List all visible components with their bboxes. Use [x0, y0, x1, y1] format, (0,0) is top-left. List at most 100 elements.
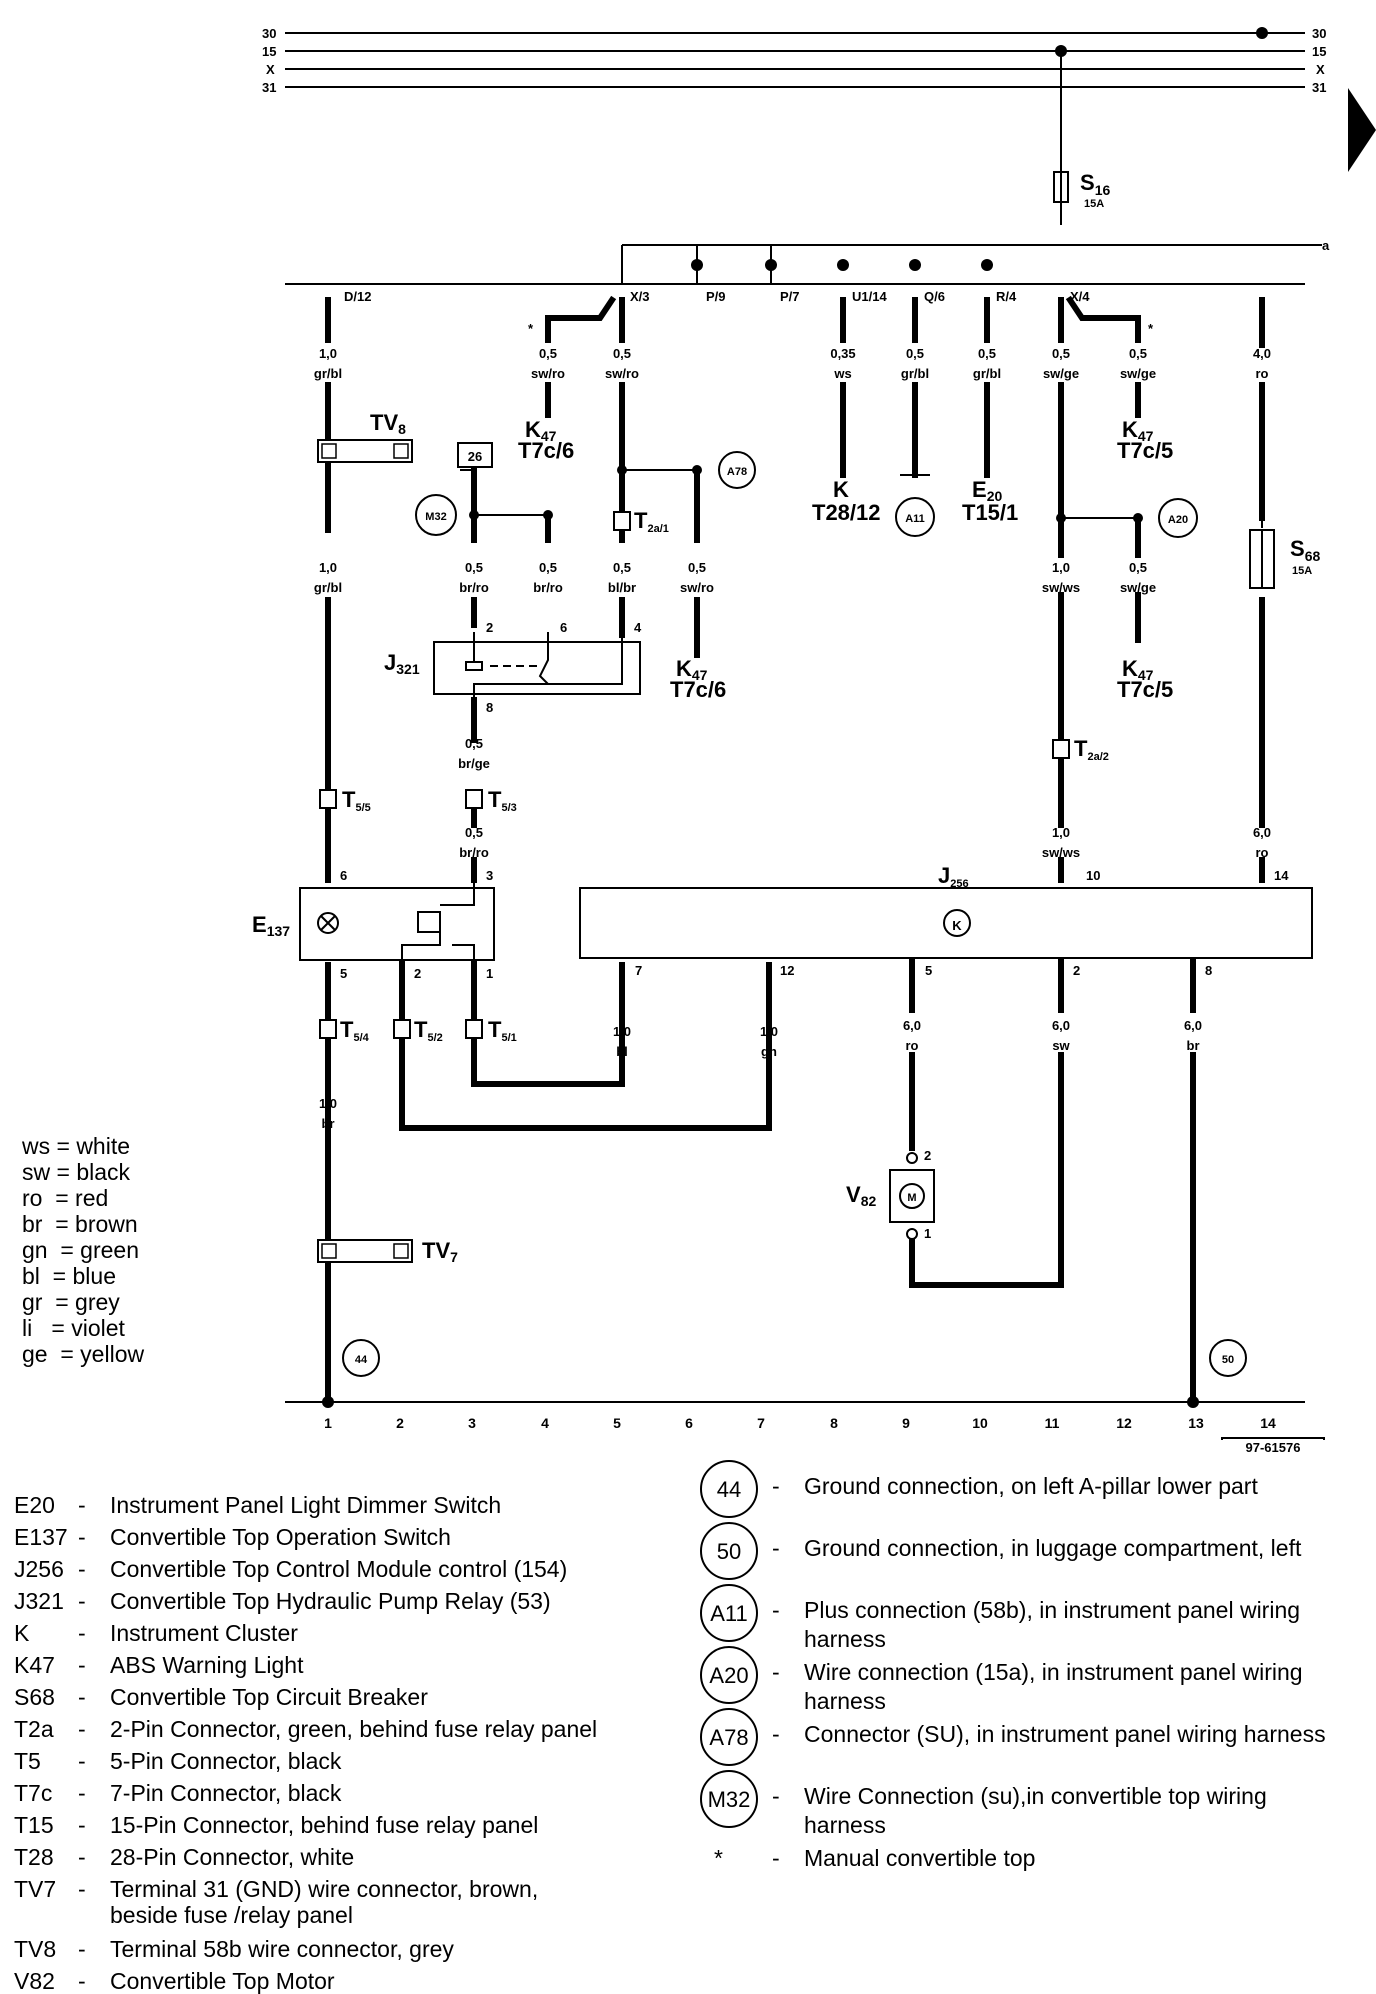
- svg-text:K: K: [952, 918, 962, 933]
- figure-id: 97-61576: [1245, 1440, 1301, 1455]
- svg-text:T5/1: T5/1: [488, 1017, 517, 1044]
- svg-text:sw: sw: [1052, 1038, 1070, 1053]
- legend-code: T5: [14, 1748, 41, 1774]
- wire-color: ro: [906, 1038, 919, 1053]
- svg-text:sw/ge: sw/ge: [1120, 580, 1156, 595]
- svg-text:2: 2: [396, 1415, 404, 1431]
- bus-label-31-left: 31: [262, 80, 276, 95]
- svg-text:1,0: 1,0: [1052, 560, 1070, 575]
- svg-text:T5/5: T5/5: [342, 787, 371, 814]
- wire-color: sw: [1052, 1038, 1070, 1053]
- ref-m32: M32: [425, 511, 446, 523]
- wire-color: gr/bl: [314, 366, 342, 381]
- svg-text:14: 14: [1260, 1415, 1276, 1431]
- page-continue-arrow: [1348, 88, 1376, 172]
- svg-text:7: 7: [635, 963, 642, 978]
- svg-text:E137: E137: [252, 912, 290, 939]
- svg-text:T2a/2: T2a/2: [1074, 736, 1109, 763]
- bus-label-31-right: 31: [1312, 80, 1326, 95]
- wire-color: sw/ro: [605, 366, 639, 381]
- svg-text:T5/3: T5/3: [488, 787, 517, 814]
- svg-text:sw/ro: sw/ro: [531, 366, 565, 381]
- ref-50: 50: [1222, 1354, 1234, 1366]
- legend-desc: Terminal 58b wire connector, grey: [110, 1936, 454, 1962]
- legend-desc: 15-Pin Connector, behind fuse relay pane…: [110, 1812, 539, 1838]
- svg-text:gr/bl: gr/bl: [973, 366, 1001, 381]
- svg-text:0,5: 0,5: [613, 560, 631, 575]
- terminal-r4: R/4: [996, 289, 1017, 304]
- k47-labels: K47 T7c/6 K47 T7c/5 K47 T7c/6 K47 T7c/5: [518, 417, 1173, 702]
- svg-text:br: br: [1187, 1038, 1200, 1053]
- svg-text:T7c/5: T7c/5: [1117, 438, 1173, 463]
- svg-text:br/ro: br/ro: [459, 580, 489, 595]
- legend-code: J321: [14, 1588, 64, 1614]
- legend-desc: Plus connection (58b), in instrument pan…: [804, 1597, 1301, 1652]
- terminal-d12: D/12: [344, 289, 371, 304]
- legend-desc: Instrument Panel Light Dimmer Switch: [110, 1492, 502, 1518]
- svg-text:2: 2: [1073, 963, 1080, 978]
- svg-text:4,0: 4,0: [1253, 346, 1271, 361]
- svg-text:6: 6: [340, 868, 347, 883]
- t5-connectors: T5/5 T5/3 T5/4 T5/2 T5/1: [319, 787, 517, 1044]
- svg-text:0,5: 0,5: [978, 346, 996, 361]
- color-key-item: gn = green: [22, 1237, 140, 1263]
- wire-size: 1,0: [760, 1024, 778, 1039]
- legend-desc: 7-Pin Connector, black: [110, 1780, 342, 1806]
- wire-color: gn: [761, 1044, 777, 1059]
- wire-color: gr/bl: [973, 366, 1001, 381]
- wire-size: 1,0: [319, 1096, 337, 1111]
- legend-desc: Ground connection, on left A-pillar lowe…: [804, 1473, 1258, 1499]
- wire-color: sw/ge: [1120, 580, 1156, 595]
- svg-text:0,5: 0,5: [465, 560, 483, 575]
- e20-name: E: [972, 477, 987, 502]
- component-legend: E20-Instrument Panel Light Dimmer Switch…: [0, 1492, 680, 1994]
- legend-code: J256: [14, 1556, 64, 1582]
- wire-color: br/ro: [533, 580, 563, 595]
- wire-color: gr/bl: [314, 580, 342, 595]
- wire-color-key: ws = white sw = black ro = red br = brow…: [22, 1133, 144, 1367]
- wire-size: 0,5: [539, 560, 557, 575]
- color-key-item: bl = blue: [22, 1263, 116, 1289]
- legend-desc: 28-Pin Connector, white: [110, 1844, 355, 1870]
- column-numbers: 1 2 3 4 5 6 7 8 9 10 11 12 13 14: [324, 1415, 1276, 1431]
- wire-size: 0,5: [465, 736, 483, 751]
- svg-text:0,5: 0,5: [465, 825, 483, 840]
- module-j256: K J256 10 14 7 12 5 2 8: [579, 863, 1313, 978]
- svg-text:J321: J321: [384, 650, 420, 677]
- ref-symbol: 50: [700, 1522, 758, 1580]
- legend-code: V82: [14, 1968, 55, 1994]
- wire-size: 0,5: [688, 560, 706, 575]
- box-26: 26: [468, 449, 482, 464]
- svg-text:S68: S68: [1290, 536, 1320, 564]
- svg-text:K47: K47: [525, 417, 557, 444]
- k-ref: T28/12: [812, 500, 881, 525]
- legend-desc: Manual convertible top: [804, 1845, 1036, 1871]
- svg-text:T7c/6: T7c/6: [518, 438, 574, 463]
- color-key-item: gr = grey: [22, 1289, 120, 1315]
- legend-desc: Instrument Cluster: [110, 1620, 298, 1646]
- svg-text:K47: K47: [1122, 417, 1154, 444]
- bus-label-x-right: X: [1316, 62, 1325, 77]
- svg-text:0,5: 0,5: [1129, 346, 1147, 361]
- legend-code: S68: [14, 1684, 55, 1710]
- color-key-item: ws = white: [22, 1133, 131, 1159]
- legend-code: TV7: [14, 1876, 57, 1902]
- wire-color: ro: [1256, 845, 1269, 860]
- svg-text:T5/4: T5/4: [340, 1017, 370, 1044]
- svg-text:gr/bl: gr/bl: [314, 580, 342, 595]
- svg-text:1,0: 1,0: [319, 346, 337, 361]
- svg-text:sw/ro: sw/ro: [680, 580, 714, 595]
- wire-size: 6,0: [1184, 1018, 1202, 1033]
- ref-symbol: A11: [700, 1584, 758, 1642]
- tv8-connector: TV8: [317, 410, 413, 463]
- bus-label-15-left: 15: [262, 44, 276, 59]
- s68-rating: 15A: [1292, 565, 1312, 577]
- legend-desc: Wire Connection (su),in convertible top …: [804, 1783, 1267, 1838]
- svg-text:sw/ge: sw/ge: [1043, 366, 1079, 381]
- svg-text:T5/2: T5/2: [414, 1017, 443, 1044]
- svg-text:8: 8: [486, 700, 493, 715]
- svg-text:gr/bl: gr/bl: [314, 366, 342, 381]
- wire-size: 0,5: [465, 825, 483, 840]
- wiring-diagram: 30 15 X 31 30 15 X 31 S16 15A a D/12 X/3…: [252, 26, 1376, 1440]
- wire-size: 6,0: [903, 1018, 921, 1033]
